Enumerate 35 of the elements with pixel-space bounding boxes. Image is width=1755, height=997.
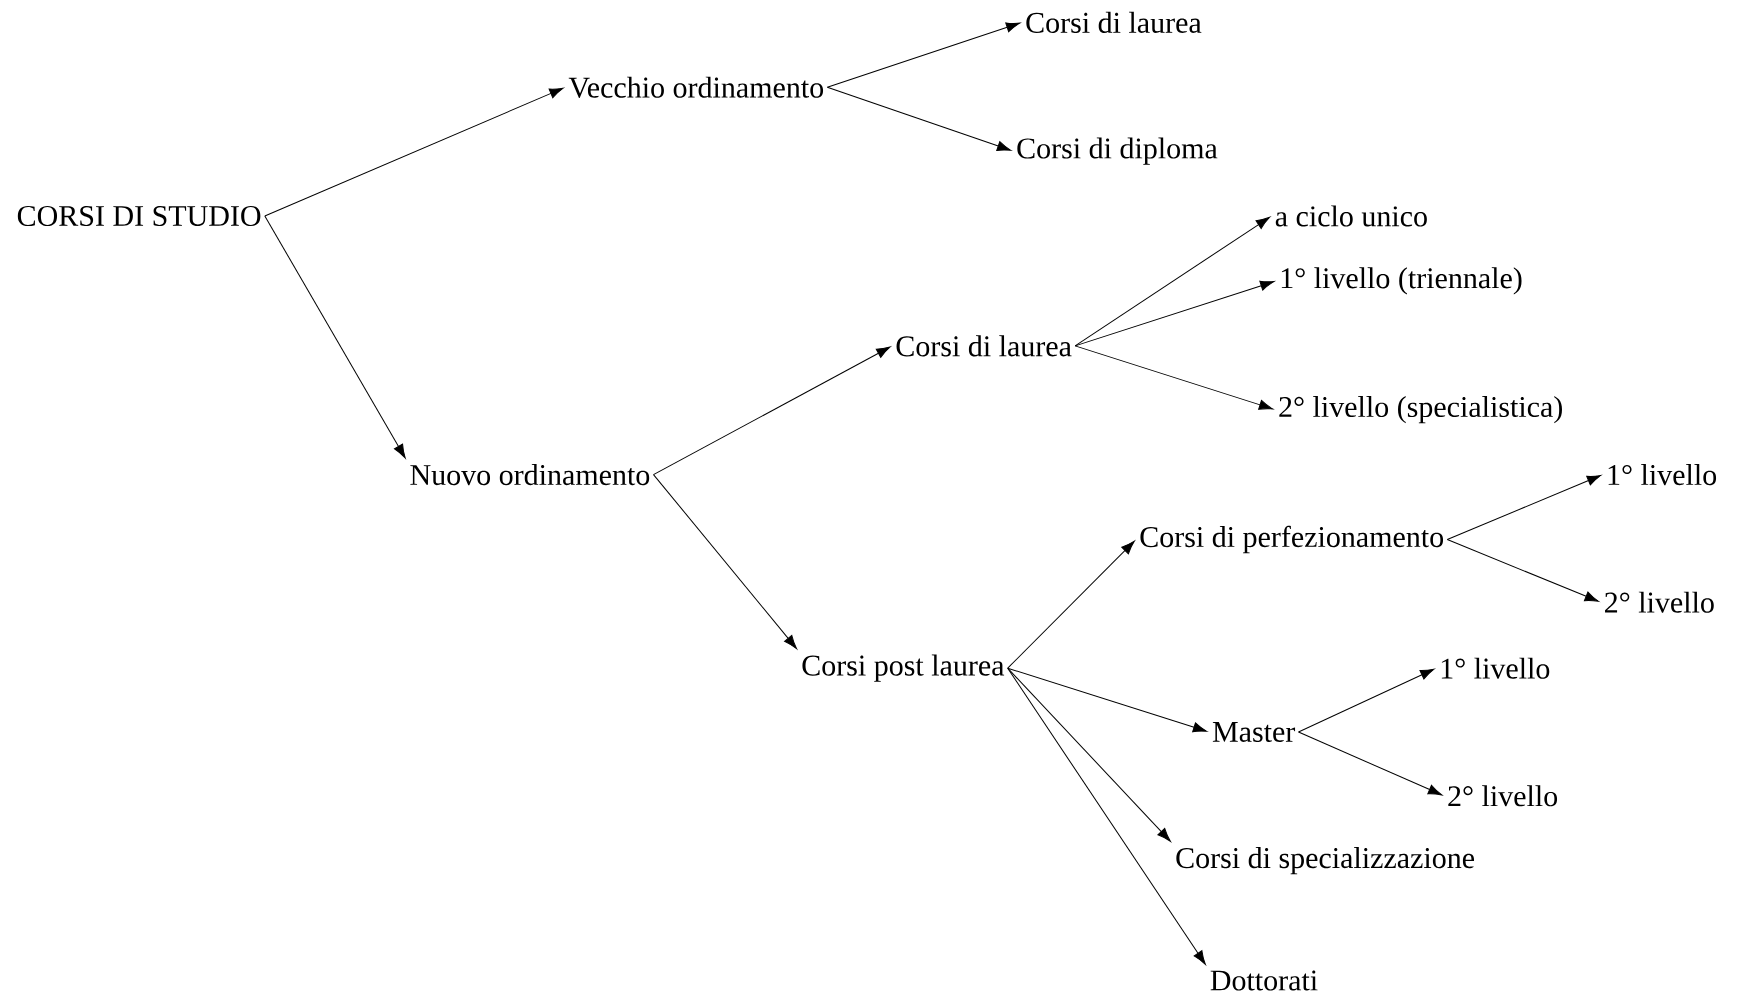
node-label: 2° livello [1448, 785, 1558, 807]
arrow [1074, 345, 1274, 410]
arrow [826, 86, 1012, 151]
arrow [1074, 280, 1275, 347]
node-label: 2° livello [1605, 591, 1714, 613]
arrow [1007, 540, 1135, 669]
node-label: Corsi di laurea [896, 335, 1072, 357]
arrow [264, 215, 406, 459]
arrow [1007, 667, 1206, 965]
node-label: Corsi di diploma [1017, 137, 1218, 165]
node-label: 1° livello [1441, 657, 1550, 679]
node-label: Corsi di specializzazione [1176, 847, 1474, 875]
arrow [653, 346, 891, 476]
node-label: 1° livello (triennale) [1281, 267, 1522, 295]
node-label: Nuovo ordinamento [410, 464, 650, 486]
arrow [1298, 668, 1435, 733]
node-label: Vecchio ordinamento [568, 76, 824, 98]
node-label: a ciclo unico [1275, 205, 1427, 227]
node-label: 1° livello [1608, 464, 1717, 486]
arrow [264, 87, 564, 217]
arrow [1074, 216, 1271, 347]
node-label: Corsi di laurea [1026, 11, 1202, 33]
arrow [1446, 539, 1599, 602]
node-label: CORSI DI STUDIO [17, 205, 261, 227]
node-label: Corsi di perfezionamento [1140, 525, 1444, 554]
node-label: 2° livello (specialistica) [1279, 396, 1562, 424]
arrow [1007, 667, 1171, 842]
arrow [1446, 474, 1602, 540]
node-label: Dottorati [1210, 970, 1318, 991]
arrow [653, 474, 798, 650]
arrow [826, 22, 1021, 88]
arrow [1298, 731, 1443, 796]
node-label: Master [1212, 722, 1296, 742]
arrow [1007, 667, 1208, 733]
node-label: Corsi post laurea [802, 654, 1005, 682]
